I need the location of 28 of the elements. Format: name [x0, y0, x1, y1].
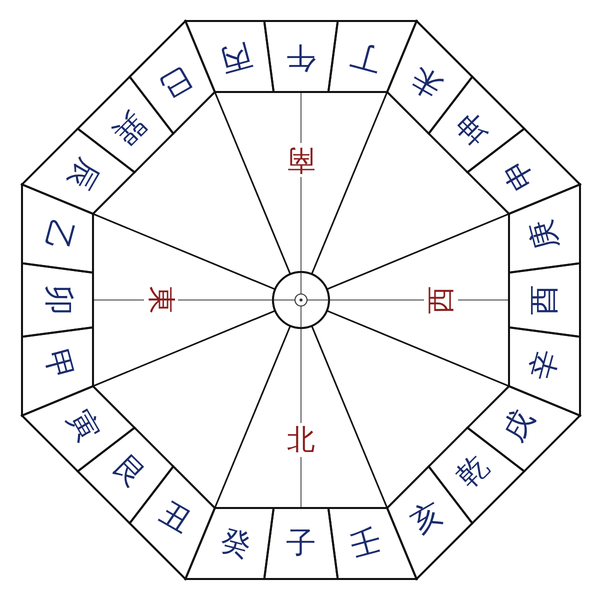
- mountain-character: 乾: [452, 450, 494, 494]
- mountain-character: 戌: [498, 406, 540, 447]
- mountain-character: 丁: [348, 38, 385, 75]
- mountain-character: 乙: [39, 216, 76, 254]
- direction-character: 南: [286, 143, 316, 177]
- mountain-character: 丙: [217, 38, 254, 75]
- mountain-character: 甲: [39, 346, 76, 384]
- mountain-character: 申: [498, 153, 540, 194]
- mountain-character: 酉: [530, 285, 560, 315]
- direction-character: 西: [424, 285, 458, 315]
- mountain-character: 庚: [526, 216, 563, 254]
- mountain-character: 巳: [154, 61, 196, 102]
- mountain-character: 亥: [406, 498, 448, 539]
- mountain-character: 辛: [526, 346, 563, 384]
- mountain-character: 卯: [42, 285, 72, 315]
- mountain-character: 癸: [217, 525, 254, 562]
- mountain-character: 辰: [62, 153, 104, 194]
- mountain-character: 坤: [452, 106, 494, 150]
- mountain-character: 寅: [62, 406, 104, 447]
- mountain-character: 子: [286, 528, 316, 558]
- mountain-character: 未: [406, 61, 448, 102]
- mountain-character: 艮: [108, 450, 150, 494]
- mountain-character: 壬: [348, 525, 385, 562]
- mountain-character: 巽: [108, 106, 150, 150]
- direction-character: 東: [144, 285, 178, 315]
- mountain-character: 午: [286, 42, 316, 72]
- direction-character: 北: [286, 423, 316, 457]
- mountain-character: 丑: [154, 498, 196, 539]
